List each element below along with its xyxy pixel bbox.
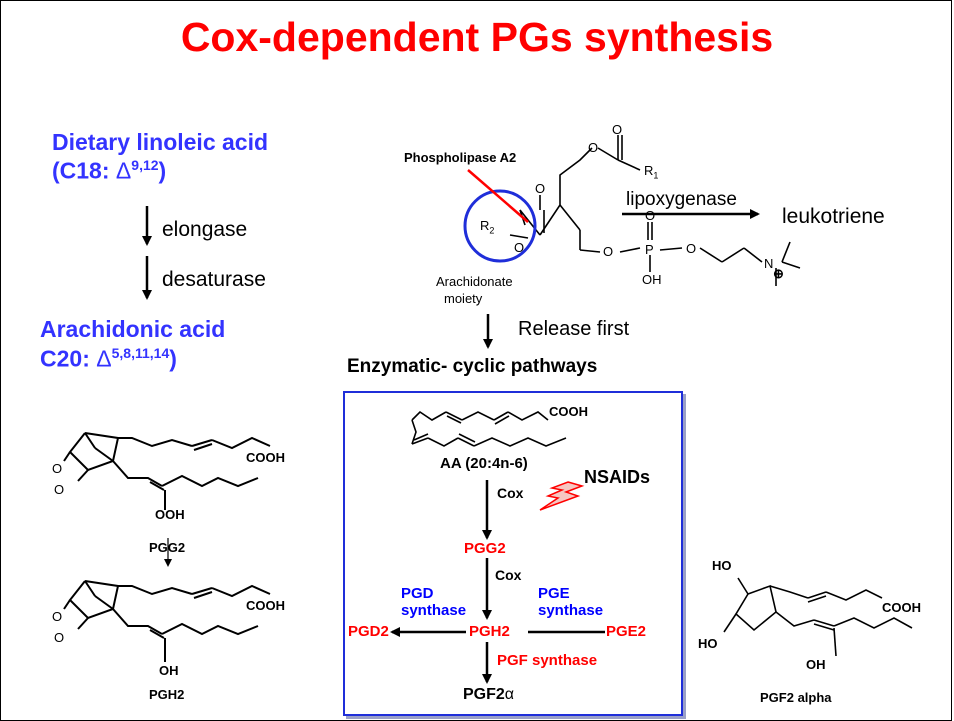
pgh2-box-label: PGH2 — [469, 623, 510, 640]
dietary-c18-formula: (C18: Δ9,12) — [52, 157, 167, 184]
phospholipid-structure — [509, 135, 801, 286]
release-first-label: Release first — [518, 318, 630, 340]
desaturase-label: desaturase — [162, 268, 266, 291]
r2-carbonyl-o-label: O — [514, 240, 525, 255]
arachidonate-moiety-line1: Arachidonate — [436, 274, 513, 289]
pge-synthase-line2: synthase — [538, 602, 604, 619]
phosphorus-label: P — [645, 242, 654, 257]
cox-2-label: Cox — [495, 567, 522, 583]
arachidonic-c20-formula: C20: Δ5,8,11,14) — [40, 345, 177, 372]
r2-label: R2 — [480, 218, 495, 236]
enzymatic-cyclic-heading: Enzymatic- cyclic pathways — [347, 356, 598, 377]
phosphate-oh-label: OH — [642, 272, 662, 287]
pgd-synthase-line2: synthase — [401, 602, 467, 619]
arachidonate-circle — [463, 189, 537, 263]
pgf2a-cooh-label: COOH — [882, 600, 921, 615]
phosphate-o-link1-label: O — [603, 244, 614, 259]
nitrogen-label: N — [764, 256, 774, 271]
nsaids-lightning-icon — [539, 481, 585, 511]
pgh2-o2-label: O — [54, 630, 65, 645]
pgh2-label: PGH2 — [149, 687, 185, 702]
pgg2-o1-label: O — [52, 461, 63, 476]
slide-title: Cox-dependent PGs synthesis — [180, 14, 774, 60]
pge2-label: PGE2 — [606, 623, 647, 640]
cox-1-label: Cox — [497, 485, 524, 501]
ester-o-top-label: O — [612, 122, 623, 137]
aa-cooh-label: COOH — [549, 404, 588, 419]
carbonyl-o-label: O — [535, 181, 546, 196]
r1-label: R1 — [644, 163, 659, 181]
leukotriene-label: leukotriene — [782, 205, 885, 228]
phosphate-o-top-label: O — [645, 208, 656, 223]
aa-label: AA (20:4n-6) — [440, 455, 528, 472]
dietary-linoleic-acid-label: Dietary linoleic acid — [52, 129, 269, 155]
pgf-synthase-label: PGF synthase — [497, 652, 598, 669]
arachidonate-moiety-line2: moiety — [444, 291, 483, 306]
lipoxygenase-label: lipoxygenase — [626, 189, 737, 210]
pgg2-cooh-label: COOH — [246, 450, 285, 465]
pgd2-label: PGD2 — [348, 623, 389, 640]
pgd-synthase-line1: PGD — [401, 585, 434, 602]
pgg2-box-label: PGG2 — [464, 540, 506, 557]
arachidonic-acid-label: Arachidonic acid — [40, 316, 226, 342]
pgf2-alpha-label: PGF2 alpha — [760, 690, 832, 705]
pge-synthase-line1: PGE — [538, 585, 570, 602]
pgf2a-ho-top-label: HO — [712, 558, 732, 573]
pgg2-ooh-label: OOH — [155, 507, 185, 522]
cyclic-pathway-box — [343, 391, 683, 716]
nitrogen-charge-icon: ⊕ — [773, 266, 784, 281]
pgg2-structure — [63, 432, 271, 510]
phospholipase-a2-pointer — [467, 169, 529, 223]
pgf2-alpha-box-label: PGF2α — [463, 686, 515, 703]
pgh2-cooh-label: COOH — [246, 598, 285, 613]
aa-structure — [411, 410, 567, 447]
elongase-label: elongase — [162, 218, 248, 241]
pgh2-o1-label: O — [52, 609, 63, 624]
pgg2-o2-label: O — [54, 482, 65, 497]
pgf2-alpha-structure — [723, 577, 913, 657]
pgf2a-oh-label: OH — [806, 657, 826, 672]
nsaids-label: NSAIDs — [584, 467, 651, 487]
pgg2-label: PGG2 — [149, 540, 186, 555]
pgh2-oh-label: OH — [159, 663, 179, 678]
phospholipase-a2-label: Phospholipase A2 — [404, 150, 517, 165]
pgf2a-ho-bottom-label: HO — [698, 636, 718, 651]
pgh2-structure — [63, 580, 271, 662]
phosphate-o-link2-label: O — [686, 241, 697, 256]
ester-o-label: O — [588, 140, 599, 155]
